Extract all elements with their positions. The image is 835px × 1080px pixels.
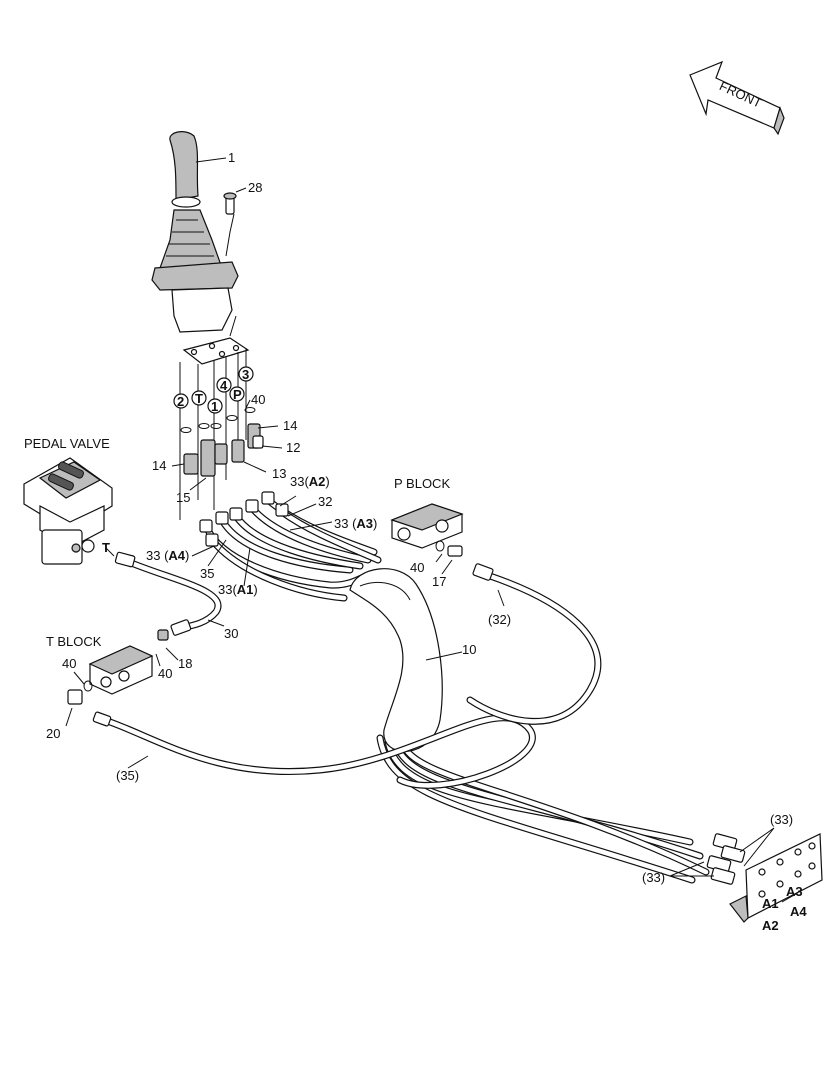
label-14-left: 14	[152, 458, 166, 473]
p-block	[390, 503, 464, 557]
t-port-label: T	[102, 540, 110, 555]
text-labels: 1 28 40 14 12 13 14 15 33(A2) 32 33 (A3)…	[24, 150, 807, 933]
p-block-title: P BLOCK	[394, 476, 450, 491]
protective-sleeve	[349, 568, 443, 752]
label-28: 28	[248, 180, 262, 195]
front-arrow: FRONT	[689, 60, 785, 136]
port-label-a4: A4	[790, 904, 807, 919]
label-32: 32	[318, 494, 332, 509]
label-17: 17	[432, 574, 446, 589]
pedal-hose-30	[114, 551, 222, 641]
circle-t-label: T	[195, 391, 203, 406]
label-14-right: 14	[283, 418, 297, 433]
port-label-a1: A1	[762, 896, 779, 911]
bolt-28	[223, 192, 237, 257]
port-label-a3: A3	[786, 884, 803, 899]
label-40-top: 40	[251, 392, 265, 407]
label-32-paren: (32)	[488, 612, 511, 627]
return-hose-35	[106, 714, 536, 789]
label-33-a2: 33(A2)	[290, 474, 330, 489]
bundle-hoses	[376, 734, 710, 884]
label-40-p-block: 40	[410, 560, 424, 575]
label-40-t-block-left: 40	[62, 656, 76, 671]
leader-lines	[65, 157, 797, 903]
label-1: 1	[228, 150, 235, 165]
label-33-a1: 33(A1)	[218, 582, 258, 597]
circle-4-label: 4	[220, 378, 228, 393]
label-15: 15	[176, 490, 190, 505]
pedal-valve	[23, 457, 113, 565]
t-block	[67, 645, 154, 727]
port-markers: 2 T 1 4 P 3	[173, 366, 254, 414]
t-block-title: T BLOCK	[46, 634, 102, 649]
label-33-paren-top: (33)	[770, 812, 793, 827]
port-label-a2: A2	[762, 918, 779, 933]
circle-3-label: 3	[242, 367, 249, 382]
label-35-paren: (35)	[116, 768, 139, 783]
circle-p-label: P	[233, 387, 242, 402]
label-10: 10	[462, 642, 476, 657]
hose-bracket	[706, 833, 823, 923]
pressure-hose-32	[466, 563, 602, 725]
joystick-hoses	[199, 491, 382, 602]
label-30: 30	[224, 626, 238, 641]
circle-2-label: 2	[177, 394, 184, 409]
circle-1-label: 1	[211, 399, 218, 414]
label-33-a3: 33 (A3)	[334, 516, 377, 531]
pedal-valve-title: PEDAL VALVE	[24, 436, 110, 451]
label-12: 12	[286, 440, 300, 455]
joystick-fittings	[180, 407, 264, 477]
label-13: 13	[272, 466, 286, 481]
valve-plate	[179, 315, 250, 520]
label-35: 35	[200, 566, 214, 581]
label-33-a4: 33 (A4)	[146, 548, 189, 563]
label-40-t-block-right: 40	[158, 666, 172, 681]
joystick-lever	[151, 131, 239, 333]
label-18: 18	[178, 656, 192, 671]
label-20: 20	[46, 726, 60, 741]
label-33-paren-left: (33)	[642, 870, 665, 885]
